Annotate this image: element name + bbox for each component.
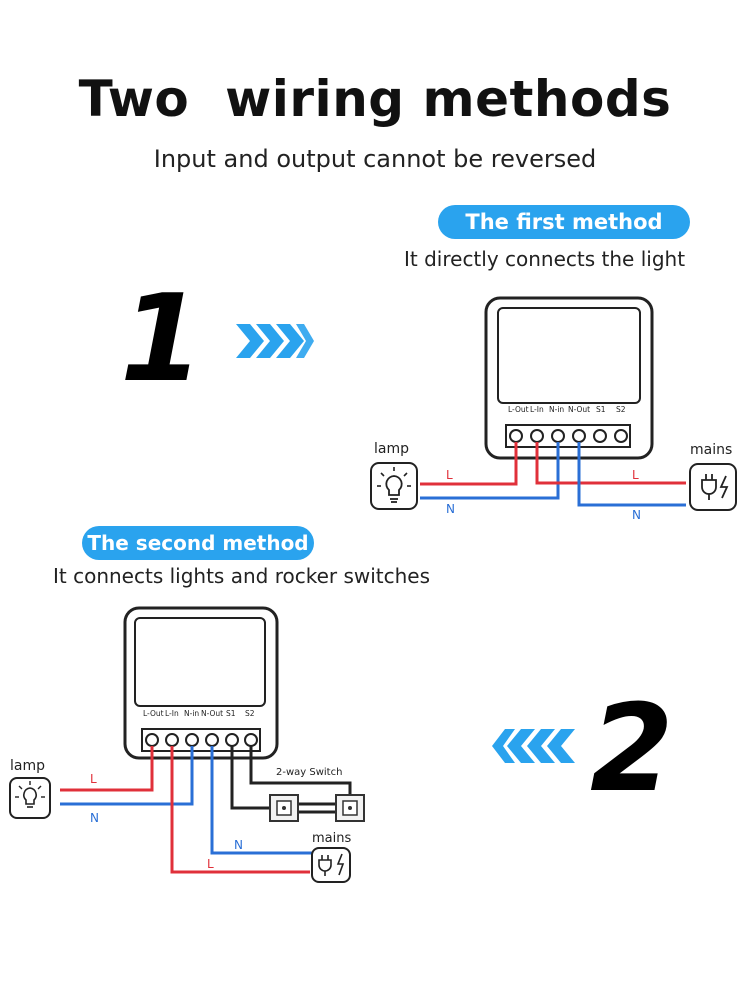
method1-number: 1 xyxy=(120,270,204,409)
terminal-label: L-In xyxy=(530,405,544,414)
method2-terminal-labels: L-Out L-In N-in N-Out S1 S2 xyxy=(143,709,255,718)
method2-wire-labels: L N N L xyxy=(90,772,243,871)
method1-badge: The first method xyxy=(438,205,690,239)
wire-label-l: L xyxy=(632,468,639,482)
terminal-label: N-Out xyxy=(201,709,223,718)
terminal-label: N-in xyxy=(184,709,199,718)
left-chevron-arrows-icon xyxy=(492,729,575,763)
terminal-label: S2 xyxy=(245,709,255,718)
wire-label-l: L xyxy=(207,857,214,871)
wire-label-n: N xyxy=(234,838,243,852)
terminal-label: S1 xyxy=(596,405,606,414)
method1-terminals xyxy=(509,429,628,443)
page-subtitle: Input and output cannot be reversed xyxy=(153,145,597,173)
power-plug-icon xyxy=(689,463,737,511)
method2-lamp-label: lamp xyxy=(10,758,45,774)
switch-label: 2-way Switch xyxy=(276,767,342,778)
terminal-label: N-in xyxy=(549,405,564,414)
rocker-switch-icon xyxy=(335,794,365,822)
terminal-label: L-Out xyxy=(143,709,164,718)
method1-description: It directly connects the light xyxy=(404,247,686,271)
method1-mains-label: mains xyxy=(690,442,732,458)
method1-lamp-label: lamp xyxy=(374,441,409,457)
method1-terminal-labels: L-Out L-In N-in N-Out S1 S2 xyxy=(508,405,626,414)
power-plug-icon xyxy=(311,847,351,883)
wire-label-n: N xyxy=(446,502,455,516)
lightbulb-icon xyxy=(370,462,418,510)
rocker-switch-icon xyxy=(269,794,299,822)
wire-label-n: N xyxy=(90,811,99,825)
wire-label-l: L xyxy=(446,468,453,482)
terminal-label: S2 xyxy=(616,405,626,414)
method2-badge: The second method xyxy=(82,526,314,560)
wire-label-n: N xyxy=(632,508,641,522)
page-title: Two wiring methods xyxy=(78,70,672,128)
terminal-label: L-In xyxy=(165,709,179,718)
method2-wires xyxy=(60,746,352,874)
method2-number: 2 xyxy=(590,680,674,819)
method2-description: It connects lights and rocker switches xyxy=(53,564,431,588)
terminal-label: S1 xyxy=(226,709,236,718)
method1-wire-labels: L N L N xyxy=(446,468,641,522)
method2-mains-label: mains xyxy=(312,831,351,846)
terminal-label: L-Out xyxy=(508,405,529,414)
method1-wires xyxy=(420,442,686,507)
terminal-label: N-Out xyxy=(568,405,590,414)
right-chevron-arrows-icon xyxy=(236,324,314,358)
method1-relay-module xyxy=(484,296,654,460)
lightbulb-icon xyxy=(9,777,51,819)
wire-label-l: L xyxy=(90,772,97,786)
